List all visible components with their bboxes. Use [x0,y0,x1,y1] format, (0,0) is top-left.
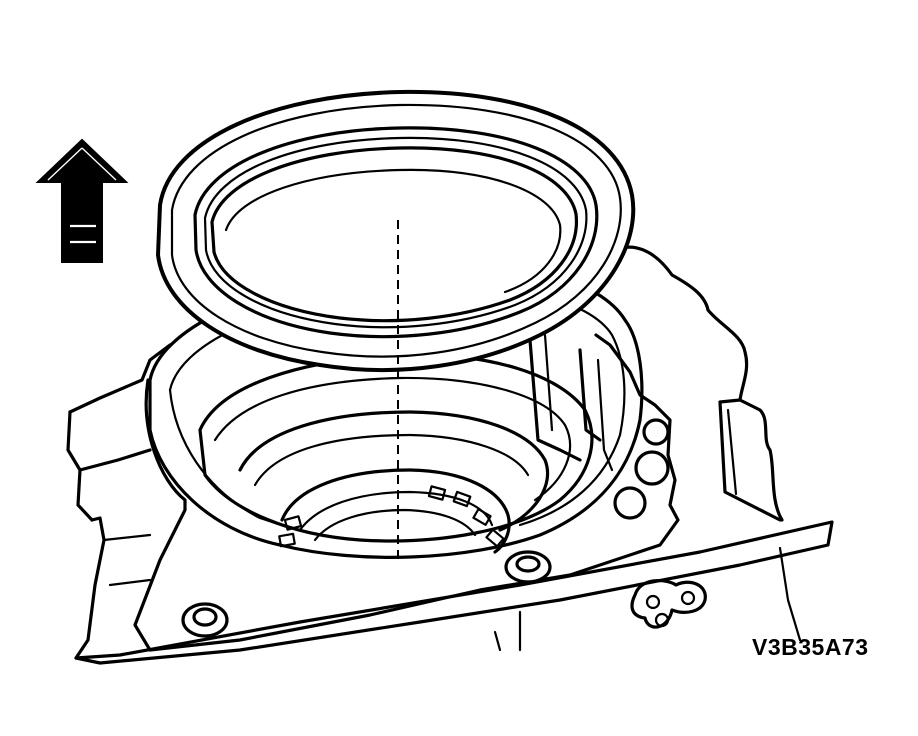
spline-slots [278,485,505,548]
transmission-case-housing [66,238,834,665]
seal-ring [155,89,636,373]
up-arrow-icon [35,138,129,263]
figure-code: V3B35A73 [752,634,869,660]
bolt-boss [181,550,552,638]
fluid-passage-holes [630,579,707,629]
flange-holes [613,418,670,520]
